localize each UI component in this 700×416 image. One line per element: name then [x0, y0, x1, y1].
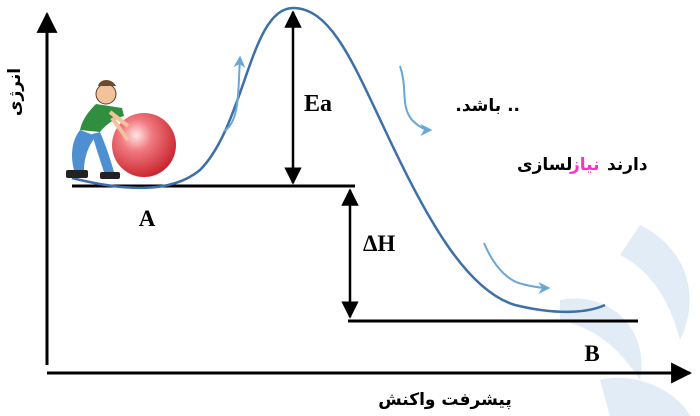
watermark [560, 225, 690, 416]
caption-highlight-word: نیاز [569, 155, 600, 175]
svg-text:دارند: دارند [607, 155, 648, 175]
pushing-person-illustration [66, 80, 176, 179]
x-axis-label: پیشرفت واکنش [378, 390, 512, 410]
y-axis-label: انرژی [5, 68, 25, 116]
ball [112, 113, 176, 177]
caption-line-2: لسازی نیاز دارند [517, 155, 648, 175]
reactant-label: A [139, 206, 156, 231]
product-label: B [584, 341, 599, 366]
flow-arrows [223, 55, 551, 294]
caption-line-1: .. باشد. [455, 96, 520, 116]
enthalpy-change-label: ΔH [363, 231, 395, 256]
activation-energy-label: Ea [304, 91, 332, 117]
svg-text:لسازی: لسازی [517, 155, 572, 175]
energy-curve [71, 6, 606, 314]
